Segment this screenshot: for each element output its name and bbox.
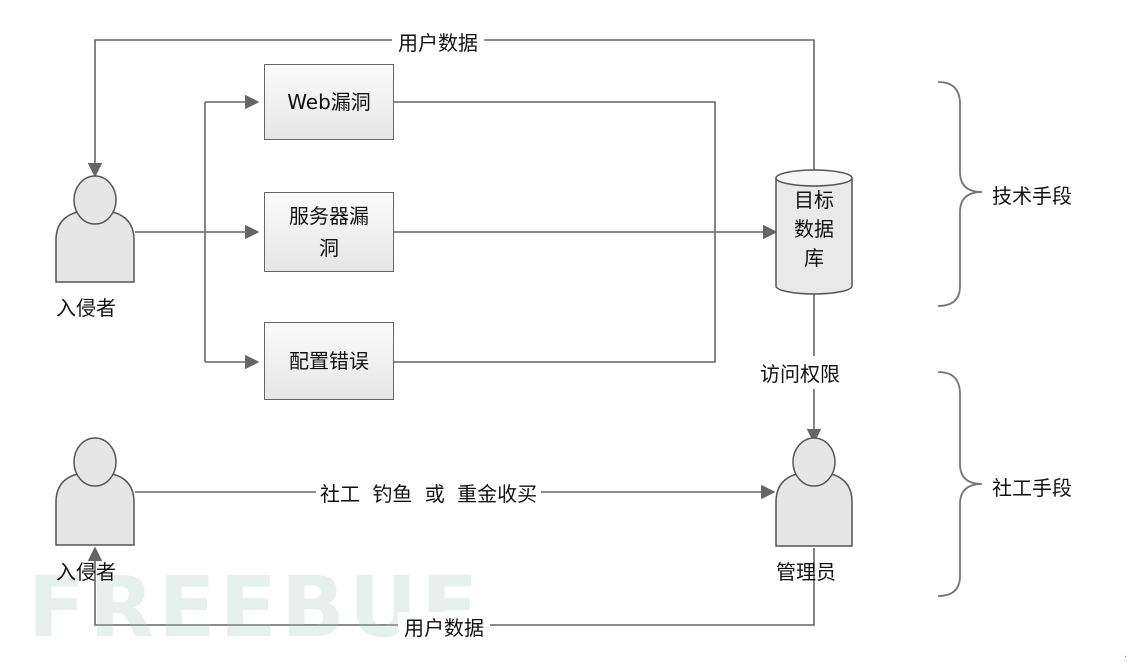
target-db-label: 目标 数据 库 xyxy=(794,188,834,270)
web-vuln-label: Web漏洞 xyxy=(287,90,371,114)
server-vuln-box: 服务器漏 洞 xyxy=(264,192,394,272)
access-rights-label: 访问权限 xyxy=(756,356,844,389)
config-error-label: 配置错误 xyxy=(289,349,369,373)
tech-means-label: 技术手段 xyxy=(992,184,1072,208)
social-methods-label: 社工 钓鱼 或 重金收买 xyxy=(316,478,542,507)
web-vuln-box: Web漏洞 xyxy=(264,64,394,140)
server-vuln-label-line1: 服务器漏 xyxy=(289,204,369,228)
intruder-bottom-label: 入侵者 xyxy=(56,560,116,584)
web-to-db-line xyxy=(393,101,716,232)
config-error-box: 配置错误 xyxy=(264,322,394,400)
intruder-top-label: 入侵者 xyxy=(56,296,116,320)
admin-label: 管理员 xyxy=(776,560,836,584)
social-means-label: 社工手段 xyxy=(992,476,1072,500)
config-to-db-line xyxy=(393,232,716,363)
database-cylinder-icon xyxy=(775,169,853,295)
server-vuln-label-line2: 洞 xyxy=(319,236,339,260)
tech-means-brace xyxy=(937,81,983,307)
social-means-brace xyxy=(937,371,983,597)
user-data-top-label: 用户数据 xyxy=(392,27,484,56)
user-data-top-line xyxy=(87,39,815,178)
user-data-bottom-label: 用户数据 xyxy=(398,612,490,641)
intruder-bottom-person-icon xyxy=(55,437,135,546)
intruder-top-person-icon xyxy=(55,175,135,283)
corner-dot: · xyxy=(1124,652,1128,663)
admin-person-icon xyxy=(775,437,853,547)
